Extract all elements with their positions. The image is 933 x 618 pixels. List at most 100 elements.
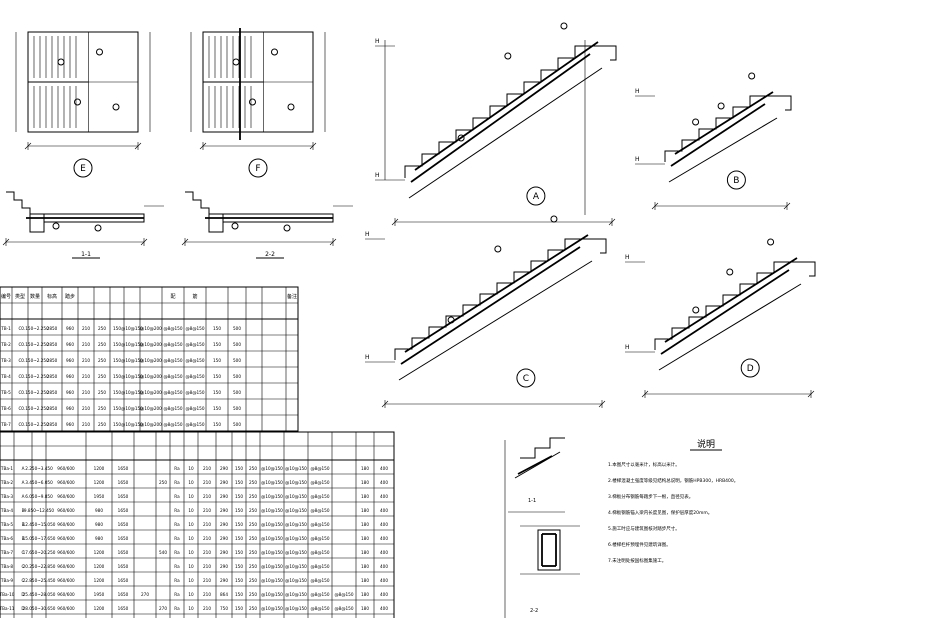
stair-soffit (408, 67, 603, 199)
table-top-cell: 210 (82, 326, 90, 331)
table-bottom-cell: Ra (174, 536, 180, 541)
table-bottom-cell: 960/600 (57, 494, 75, 499)
table-bottom-cell: @10@150 (285, 522, 307, 527)
stair-label: D (747, 364, 754, 374)
table-bottom-cell: 180 (361, 522, 369, 527)
table-bottom-cell: 250 (249, 536, 257, 541)
section-steps (185, 191, 210, 224)
stair-label: A (533, 192, 540, 202)
table-top-cell: @10@150 (121, 342, 143, 347)
table-top-cell: C (19, 342, 22, 347)
bar-mark-circle (96, 48, 103, 56)
table-top-cell: 2850 (47, 358, 58, 363)
table-top-cell: 2850 (47, 326, 58, 331)
stair-label-circle (516, 368, 536, 388)
table-bottom-cell: @10@150 (261, 522, 283, 527)
bar-mark-circle (249, 98, 256, 106)
table-top-cell: @8@150 (163, 374, 182, 379)
table-top-cell: 150 (213, 358, 221, 363)
stair-treads (394, 238, 582, 360)
table-bottom-cell: 864 (220, 592, 228, 597)
detail-steps (520, 437, 565, 459)
table-bottom-cell: @8@150 (310, 536, 329, 541)
table-bottom-cell: TBa-3 (0, 494, 13, 499)
bar-mark-circle (494, 245, 502, 253)
table-bottom-cell: Ra (174, 508, 180, 513)
table-bottom-cell: TBa-2 (0, 480, 13, 485)
table-top-cell: @10@200 (140, 342, 162, 347)
table-bottom-cell: @10@150 (261, 592, 283, 597)
table-bottom-cell: TBa-7 (0, 550, 13, 555)
section-label: 2-2 (265, 251, 275, 258)
table-bottom-cell: @10@150 (285, 480, 307, 485)
table-bottom-cell: 210 (203, 578, 211, 583)
table-top-cell: C (19, 374, 22, 379)
table-bottom-cell: 400 (380, 508, 388, 513)
table-bottom-cell: @10@150 (261, 564, 283, 569)
table-top-cell: 960 (66, 390, 74, 395)
table-bottom-cell: 960/600 (57, 536, 75, 541)
table-bottom-cell: @8@150 (310, 522, 329, 527)
table-top-cell: @10@150 (121, 406, 143, 411)
table-bottom-cell: 210 (203, 522, 211, 527)
table-bottom-cell: 10 (188, 522, 194, 527)
table-top-cell: 500 (233, 374, 241, 379)
table-bottom-cell: @8@150 (310, 480, 329, 485)
table-bottom-cell: @10@150 (285, 564, 307, 569)
table-bottom-cell: 150 (235, 480, 243, 485)
table-bottom-cell: 150 (235, 578, 243, 583)
table-bottom-cell: 1200 (94, 578, 105, 583)
table-top-cell: @8@150 (163, 342, 182, 347)
table-bottom-cell: 400 (380, 592, 388, 597)
table-top-cell: C (19, 422, 22, 427)
table-bottom-cell: 1650 (118, 494, 129, 499)
table-top-cell: @10@200 (140, 406, 162, 411)
plan-label-circle (73, 158, 93, 178)
table-bottom-cell: 980 (95, 522, 103, 527)
bar-mark-circle (767, 238, 775, 246)
table-top-cell: 0.150~2.250 (21, 374, 49, 379)
table-bottom-cell: 960/600 (57, 564, 75, 569)
table-bottom-cell: 150 (235, 466, 243, 471)
table-bottom-cell: 180 (361, 550, 369, 555)
table-bottom-cell: 10 (188, 592, 194, 597)
table-bottom-cell: 210 (203, 564, 211, 569)
table-top-cell: C (19, 326, 22, 331)
stair-label: B (733, 176, 739, 186)
note-line: 3.梯板分布钢筋每踏步下一根，直径见表。 (608, 493, 693, 500)
table-top-cell: 2850 (47, 422, 58, 427)
table-bottom-cell: 150 (235, 592, 243, 597)
table-bottom-cell: @8@150 (310, 508, 329, 513)
table-top-cell: 960 (66, 374, 74, 379)
table-top-header-cell: 筋 (192, 293, 197, 300)
table-top-header-cell: 类型 (15, 293, 25, 300)
table-bottom-cell: 250 (249, 550, 257, 555)
table-bottom-cell: 250 (249, 480, 257, 485)
table-bottom-cell: 1650 (118, 522, 129, 527)
table-bottom-cell: 22.850~25.450 (23, 578, 56, 583)
table-top-cell: 0.150~2.250 (21, 390, 49, 395)
table-bottom-cell: 960/600 (57, 480, 75, 485)
table-bottom-cell: 1200 (94, 550, 105, 555)
table-bottom-cell: 180 (361, 592, 369, 597)
table-top-cell: 150 (213, 406, 221, 411)
level-mark: H (365, 231, 370, 238)
stair-landing (592, 45, 617, 61)
table-top-border (0, 286, 299, 432)
table-top-cell: 210 (82, 390, 90, 395)
bar-mark-circle (94, 224, 102, 232)
table-bottom-cell: 10 (188, 536, 194, 541)
table-top-cell: @8@150 (163, 326, 182, 331)
table-bottom-cell: 180 (361, 508, 369, 513)
table-bottom-cell: A (22, 480, 25, 485)
table-bottom-cell: 25.450~28.050 (23, 592, 56, 597)
table-bottom-cell: 290 (220, 466, 228, 471)
table-bottom-cell: @10@150 (285, 578, 307, 583)
table-bottom-cell: 1200 (94, 564, 105, 569)
table-bottom-cell: @8@150 (310, 550, 329, 555)
level-mark: H (625, 254, 630, 261)
bar-mark-circle (283, 224, 291, 232)
table-bottom-cell: 290 (220, 494, 228, 499)
table-top-header-cell: 踏步 (65, 293, 75, 300)
table-top-cell: @8@150 (185, 422, 204, 427)
